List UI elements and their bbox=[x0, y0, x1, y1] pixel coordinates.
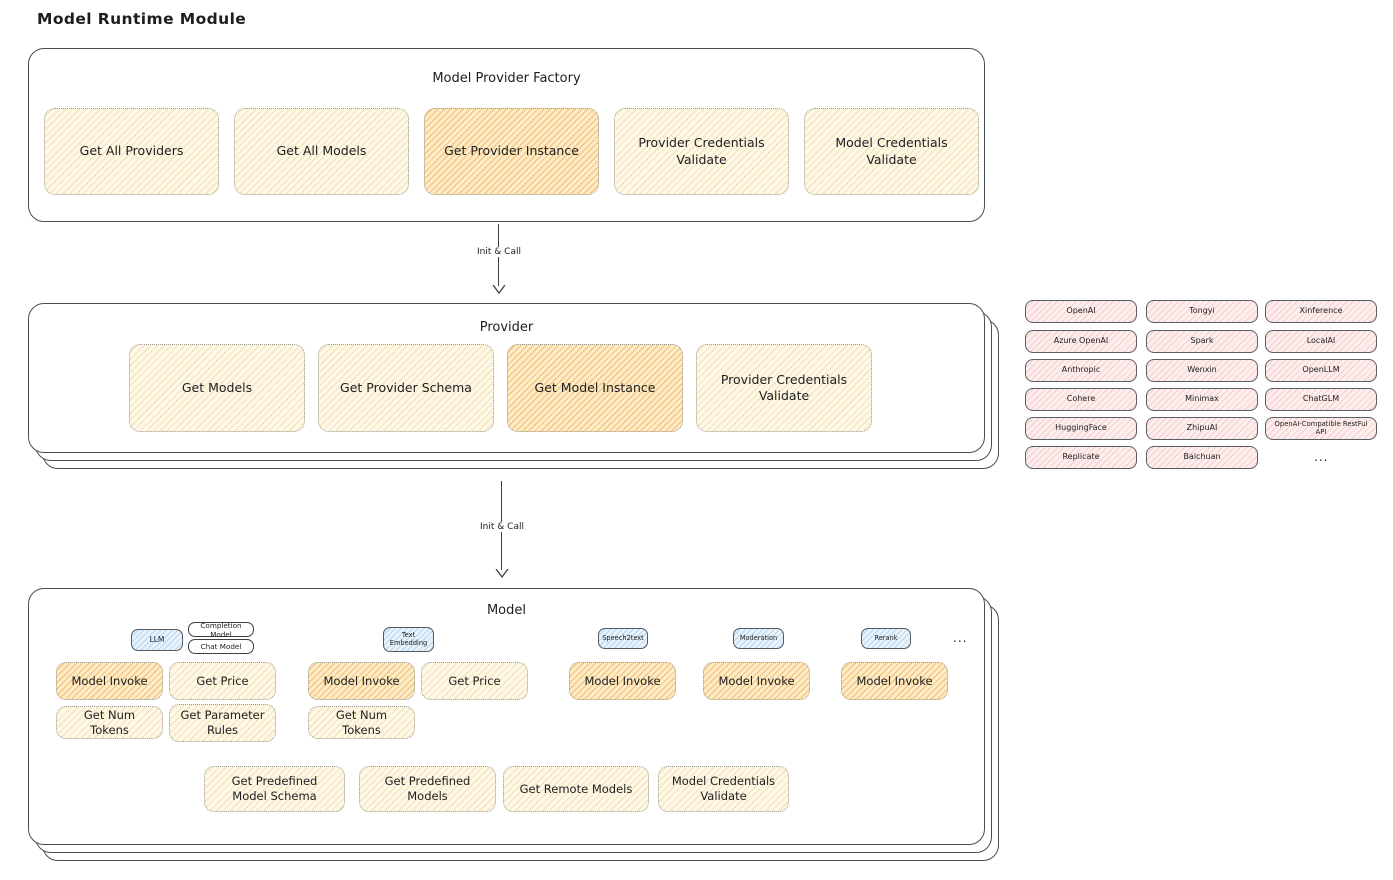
provider-openai-compatible: OpenAI-Compatible RestFul API bbox=[1265, 417, 1377, 440]
provider-get-provider-schema: Get Provider Schema bbox=[318, 344, 494, 432]
provider-frame: Provider Get Models Get Provider Schema … bbox=[28, 303, 985, 453]
provider-title: Provider bbox=[479, 320, 534, 335]
model-frame: Model LLM Completion Model Chat Model Te… bbox=[28, 588, 985, 845]
provider-localai: LocalAI bbox=[1265, 330, 1377, 353]
llm-model-invoke: Model Invoke bbox=[56, 662, 163, 700]
factory-title: Model Provider Factory bbox=[432, 71, 581, 86]
provider-get-models: Get Models bbox=[129, 344, 305, 432]
llm-get-num-tokens: Get Num Tokens bbox=[56, 706, 163, 739]
tab-chat-model: Chat Model bbox=[188, 639, 254, 654]
arrow2-label: Init & Call bbox=[476, 522, 528, 532]
get-remote-models: Get Remote Models bbox=[503, 766, 649, 812]
provider-baichuan: Baichuan bbox=[1146, 446, 1258, 469]
tab-moderation: Moderation bbox=[733, 628, 784, 649]
tab-ellipsis: ... bbox=[953, 631, 968, 645]
provider-replicate: Replicate bbox=[1025, 446, 1137, 469]
get-predefined-model-schema: Get Predefined Model Schema bbox=[204, 766, 345, 812]
provider-wenxin: Wenxin bbox=[1146, 359, 1258, 382]
arrow-head-icon bbox=[495, 569, 509, 578]
provider-chatglm: ChatGLM bbox=[1265, 388, 1377, 411]
factory-frame: Model Provider Factory Get All Providers… bbox=[28, 48, 985, 222]
provider-openllm: OpenLLM bbox=[1265, 359, 1377, 382]
provider-spark: Spark bbox=[1146, 330, 1258, 353]
model-title: Model bbox=[486, 603, 527, 618]
provider-minimax: Minimax bbox=[1146, 388, 1258, 411]
provider-get-model-instance: Get Model Instance bbox=[507, 344, 683, 432]
provider-anthropic: Anthropic bbox=[1025, 359, 1137, 382]
embedding-get-price: Get Price bbox=[421, 662, 528, 700]
provider-provider-credentials-validate: Provider Credentials Validate bbox=[696, 344, 872, 432]
provider-grid-ellipsis: ... bbox=[1314, 450, 1329, 464]
tab-llm: LLM bbox=[131, 629, 183, 651]
embedding-get-num-tokens: Get Num Tokens bbox=[308, 706, 415, 739]
llm-get-parameter-rules: Get Parameter Rules bbox=[169, 704, 276, 742]
provider-xinference: Xinference bbox=[1265, 300, 1377, 323]
tab-rerank: Rerank bbox=[861, 628, 911, 649]
provider-zhipuai: ZhipuAI bbox=[1146, 417, 1258, 440]
rerank-model-invoke: Model Invoke bbox=[841, 662, 948, 700]
provider-openai: OpenAI bbox=[1025, 300, 1137, 323]
tab-completion-model: Completion Model bbox=[188, 621, 254, 639]
arrow-head-icon bbox=[492, 285, 506, 294]
tab-text-embedding: Text Embedding bbox=[383, 627, 434, 652]
llm-get-price: Get Price bbox=[169, 662, 276, 700]
provider-tongyi: Tongyi bbox=[1146, 300, 1258, 323]
moderation-model-invoke: Model Invoke bbox=[703, 662, 810, 700]
get-predefined-models: Get Predefined Models bbox=[359, 766, 496, 812]
provider-huggingface: HuggingFace bbox=[1025, 417, 1137, 440]
provider-azure-openai: Azure OpenAI bbox=[1025, 330, 1137, 353]
model-credentials-validate: Model Credentials Validate bbox=[658, 766, 789, 812]
factory-model-credentials-validate: Model Credentials Validate bbox=[804, 108, 979, 195]
provider-cohere: Cohere bbox=[1025, 388, 1137, 411]
speech2text-model-invoke: Model Invoke bbox=[569, 662, 676, 700]
factory-get-all-models: Get All Models bbox=[234, 108, 409, 195]
arrow1-label: Init & Call bbox=[473, 247, 525, 257]
embedding-model-invoke: Model Invoke bbox=[308, 662, 415, 700]
diagram-title: Model Runtime Module bbox=[37, 10, 247, 28]
factory-get-all-providers: Get All Providers bbox=[44, 108, 219, 195]
factory-provider-credentials-validate: Provider Credentials Validate bbox=[614, 108, 789, 195]
tab-speech2text: Speech2text bbox=[598, 628, 648, 649]
factory-get-provider-instance: Get Provider Instance bbox=[424, 108, 599, 195]
